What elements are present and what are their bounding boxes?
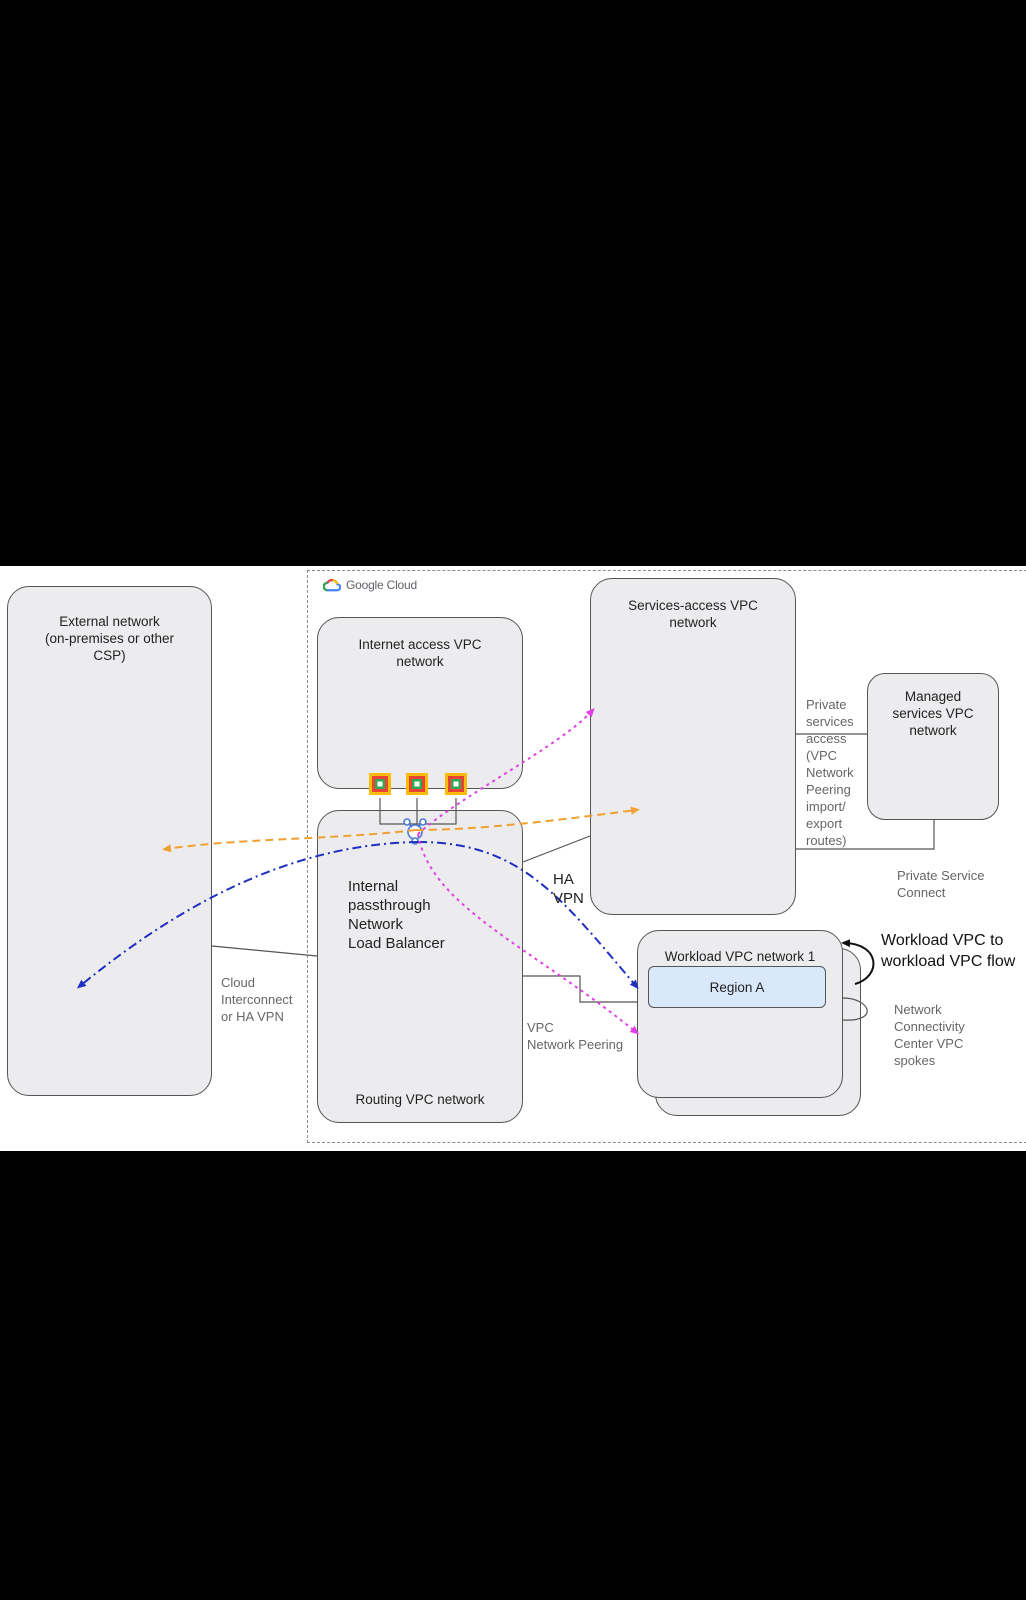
connectors-layer (76, 708, 935, 1035)
network-diagram: Google Cloud External network (on-premis… (0, 566, 1026, 1151)
google-cloud-boundary (307, 570, 1026, 1143)
services-access-vpc-box: Services-access VPC network (590, 578, 796, 915)
vm-instance-icon (406, 773, 428, 795)
private-service-connect-label: Private Service Connect (897, 868, 985, 900)
magenta-flow-arrow-down (417, 833, 640, 1035)
external-network-title: External network (on-premises or other C… (44, 614, 175, 663)
managed-services-vpc-title: Managed services VPC network (892, 689, 974, 738)
routing-vpc-title: Routing VPC network (355, 1092, 485, 1107)
connector-lines (211, 733, 935, 1021)
vpc-peering-label: VPC Network Peering (527, 1020, 624, 1052)
ha-vpn-label: HA VPN (553, 871, 584, 907)
orange-flow-arrow (162, 829, 417, 853)
load-balancer-label: Internal passthrough Network Load Balanc… (348, 878, 445, 952)
workload-vpc-box: Workload VPC network 1 (637, 930, 843, 1098)
lb-backend-connector (379, 798, 457, 825)
private-service-connect-line (796, 820, 935, 850)
orange-flow-arrow-right (415, 806, 640, 831)
workload-vpc-title: Workload VPC network 1 (664, 949, 816, 964)
google-cloud-logo: Google Cloud (323, 578, 417, 592)
internet-access-vpc-title: Internet access VPC network (358, 637, 482, 669)
load-balancer-icon (403, 818, 427, 845)
magenta-flow-arrow-up (417, 708, 595, 835)
internet-access-vpc-box: Internet access VPC network (317, 617, 523, 789)
ha-vpn-line (522, 835, 591, 863)
private-services-access-label: Private services access (VPC Network Pee… (806, 697, 854, 848)
routing-vpc-box: Routing VPC network (317, 810, 523, 1123)
services-access-vpc-title: Services-access VPC network (628, 598, 758, 630)
external-network-box: External network (on-premises or other C… (7, 586, 212, 1096)
blue-flow-arrow-left (76, 841, 419, 989)
vpc-peering-line (523, 975, 637, 1003)
ncc-spokes-label: Network Connectivity Center VPC spokes (894, 1002, 965, 1068)
region-a-label: Region A (709, 979, 765, 995)
workload-flow-loop-arrow (841, 939, 875, 985)
managed-services-vpc-box: Managed services VPC network (867, 673, 999, 820)
google-cloud-logo-icon (323, 578, 341, 592)
vm-instance-icon (445, 773, 467, 795)
vm-instance-icon (369, 773, 391, 795)
region-a-box: Region A (648, 966, 826, 1008)
google-cloud-label: Google Cloud (346, 578, 417, 592)
workload-flow-label: Workload VPC to workload VPC flow (881, 932, 1016, 970)
ncc-spoke-connector (842, 997, 868, 1021)
cloud-interconnect-label: Cloud Interconnect or HA VPN (221, 975, 293, 1024)
blue-flow-arrow-right (417, 841, 639, 990)
cloud-interconnect-line (211, 945, 318, 957)
